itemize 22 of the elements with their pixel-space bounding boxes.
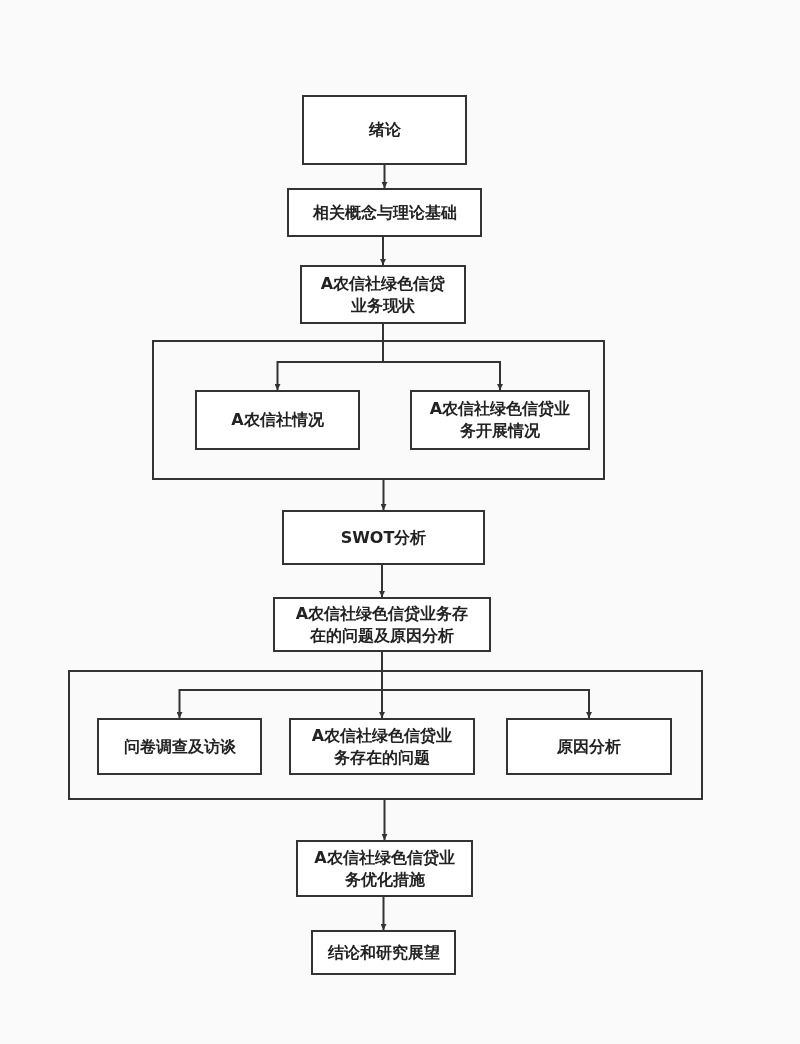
process-box: 问卷调查及访谈 bbox=[97, 718, 262, 775]
process-box: 结论和研究展望 bbox=[311, 930, 456, 975]
process-box: A农信社绿色信贷业务现状 bbox=[300, 265, 466, 324]
arrow bbox=[380, 479, 387, 511]
arrow bbox=[380, 236, 386, 266]
arrow bbox=[381, 164, 388, 189]
process-box: A农信社绿色信贷业务优化措施 bbox=[296, 840, 473, 897]
process-box: A农信社绿色信贷业务开展情况 bbox=[410, 390, 590, 450]
group-frame bbox=[68, 670, 703, 800]
arrow bbox=[382, 323, 503, 391]
arrow bbox=[381, 651, 592, 719]
arrow bbox=[379, 564, 385, 598]
process-box: SWOT分析 bbox=[282, 510, 485, 565]
process-box: 相关概念与理论基础 bbox=[287, 188, 482, 237]
arrow bbox=[381, 799, 388, 841]
process-box: A农信社情况 bbox=[195, 390, 360, 450]
process-box: A农信社绿色信贷业务存在的问题及原因分析 bbox=[273, 597, 491, 652]
process-box: 原因分析 bbox=[506, 718, 672, 775]
arrow bbox=[380, 896, 387, 931]
process-box: A农信社绿色信贷业务存在的问题 bbox=[289, 718, 475, 775]
process-box: 绪论 bbox=[302, 95, 467, 165]
group-frame bbox=[152, 340, 605, 480]
